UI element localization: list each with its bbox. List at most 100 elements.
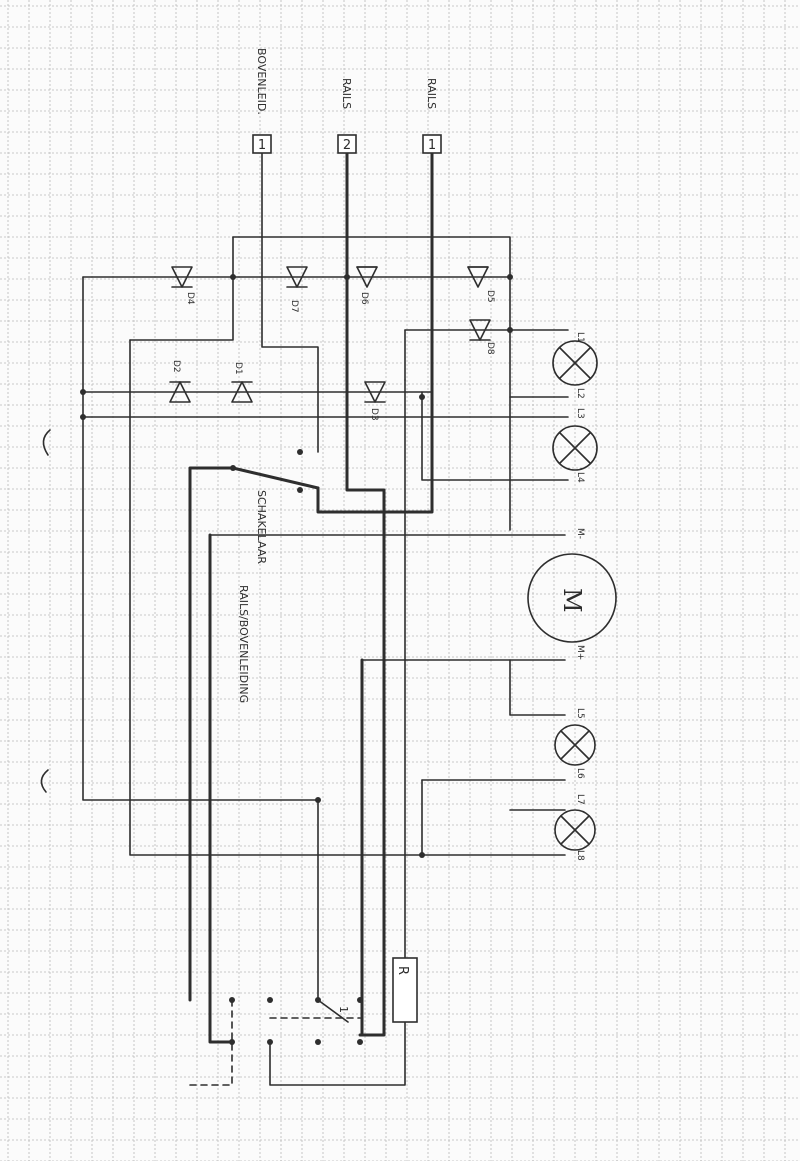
diode-label: D8 xyxy=(485,342,495,355)
d7-return-wire xyxy=(129,236,234,341)
diode-symbol xyxy=(171,266,193,288)
top-bus-wire xyxy=(232,236,511,531)
terminal-label: RAILS xyxy=(340,78,353,109)
lamp-cross xyxy=(559,432,591,464)
selector-contact xyxy=(357,997,363,1003)
terminal-box xyxy=(252,134,272,154)
lamp-l5-l6: L5 L6 xyxy=(554,708,596,779)
diode-d5: D5 xyxy=(467,266,495,303)
motor-letter: M xyxy=(558,588,586,613)
motor-minus-label: M- xyxy=(575,528,585,539)
lamp-cross xyxy=(559,347,591,379)
selector-contact xyxy=(315,997,321,1003)
lamp-label-l1: L1 xyxy=(575,332,585,343)
terminal-box xyxy=(337,134,357,154)
diode-symbol xyxy=(169,381,191,403)
switch-lever xyxy=(231,466,320,490)
diode-d1: D1 xyxy=(231,362,253,403)
junction xyxy=(344,274,350,280)
motor: M M- M+ xyxy=(527,528,617,660)
diode-d8: D8 xyxy=(469,319,495,355)
diode-d4: D4 xyxy=(171,266,195,305)
terminal-label: RAILS xyxy=(425,78,438,109)
switch-contact xyxy=(297,449,303,455)
diode-label: D4 xyxy=(185,292,195,305)
bovenleiding-feed-wire xyxy=(261,152,319,453)
junction xyxy=(315,797,321,803)
selector-contact xyxy=(315,1039,321,1045)
diode-d7: D7 xyxy=(286,266,308,313)
motor-symbol xyxy=(527,553,617,643)
terminal-bovenleiding: 1 BOVENLEID. xyxy=(252,48,272,154)
selector-contact xyxy=(267,1039,273,1045)
diode-symbol xyxy=(286,266,308,288)
lamp-label-l8: L8 xyxy=(575,850,585,861)
junction xyxy=(419,852,425,858)
junction xyxy=(507,274,513,280)
lamp-symbol xyxy=(554,809,596,851)
junction xyxy=(80,389,86,395)
lamp-cross xyxy=(560,815,590,845)
terminal-label: BOVENLEID. xyxy=(255,48,268,115)
switch-contact xyxy=(297,487,303,493)
diode-d2: D2 xyxy=(169,360,191,403)
wiring xyxy=(82,151,569,1086)
lamp-label-l4: L4 xyxy=(575,472,585,483)
diode-label: D5 xyxy=(485,290,495,303)
lamp-label-l6: L6 xyxy=(575,768,585,779)
lamp-label-l5: L5 xyxy=(575,708,585,719)
d3-to-l4-wire xyxy=(421,391,511,481)
junction xyxy=(419,394,425,400)
diode-label: D3 xyxy=(369,408,379,421)
diode-d6: D6 xyxy=(356,266,378,305)
diode-label: D2 xyxy=(171,360,181,373)
switch-label-line1: SCHAKELAAR xyxy=(255,490,268,564)
terminal-number: 1 xyxy=(258,138,266,153)
resistor-return xyxy=(269,1021,406,1086)
selector-contact xyxy=(229,997,235,1003)
diode-symbol xyxy=(364,381,386,403)
switch-common-wire xyxy=(188,466,235,1002)
resistor: R xyxy=(392,957,418,1023)
lamp-symbol xyxy=(552,340,598,386)
terminal-rails-2: 2 RAILS xyxy=(337,78,357,154)
switch-label-line2: RAILS/BOVENLEIDING xyxy=(237,585,250,703)
motor-plus-label: M+ xyxy=(575,645,585,660)
page-edge-mark xyxy=(42,429,51,456)
switch-label: SCHAKELAAR RAILS/BOVENLEIDING xyxy=(237,490,268,703)
selector-contact xyxy=(229,1039,235,1045)
lamp-label-l7: L7 xyxy=(575,794,585,805)
lamp-label-l3: L3 xyxy=(575,408,585,419)
diode-label: D1 xyxy=(233,362,243,375)
diode-symbol xyxy=(469,319,491,341)
terminal-number: 2 xyxy=(343,138,351,153)
rails-1-feed-wire xyxy=(316,151,434,514)
resistor-label: R xyxy=(395,966,410,975)
junction xyxy=(230,274,236,280)
lamp-label-l2: L2 xyxy=(575,388,585,399)
switch-pivot xyxy=(230,465,236,471)
diode-d3: D3 xyxy=(364,381,386,421)
terminal-box xyxy=(422,134,442,154)
lamp-l1-l2: L1 L2 xyxy=(552,332,598,399)
lamp-symbol xyxy=(552,425,598,471)
diode-symbol xyxy=(231,381,253,403)
lamp-l7-l8: L7 L8 xyxy=(554,794,596,861)
diode-label: D7 xyxy=(289,300,299,313)
selector-dashed-link-a xyxy=(189,999,233,1086)
selector-position-label: 1 xyxy=(337,1006,350,1013)
l5-feed xyxy=(509,659,566,716)
switch-to-selector-wire xyxy=(208,533,234,1044)
lamp-symbol xyxy=(554,724,596,766)
rails-2-feed-wire xyxy=(345,151,386,1037)
terminal-number: 1 xyxy=(428,138,436,153)
page-edge-mark xyxy=(40,769,49,793)
lamp-l3-l4: L3 L4 xyxy=(552,408,598,483)
junction xyxy=(507,327,513,333)
selector-arm xyxy=(317,999,349,1023)
diode-label: D6 xyxy=(359,292,369,305)
resistor-body xyxy=(392,957,418,1023)
